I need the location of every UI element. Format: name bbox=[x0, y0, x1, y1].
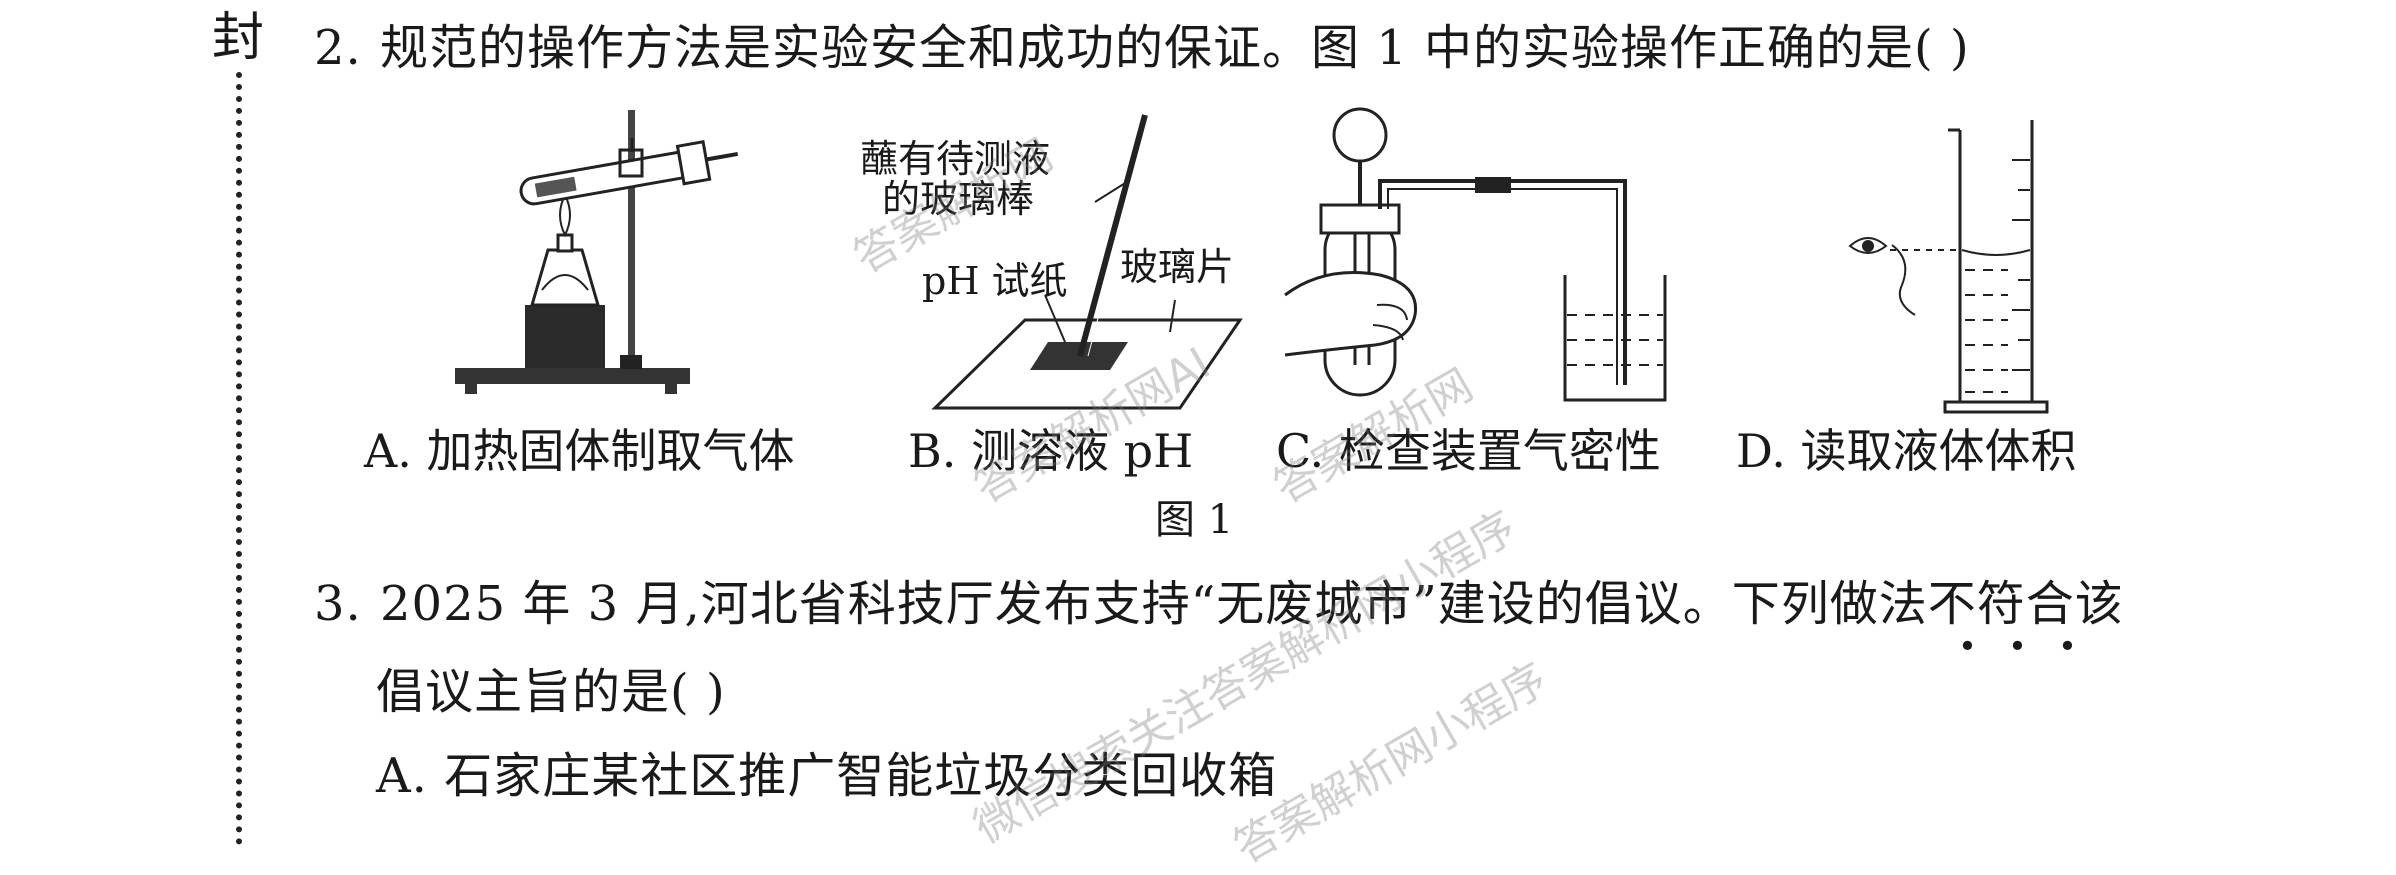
q2-option-a-text: 加热固体制取气体 bbox=[426, 424, 795, 478]
question-2-text: 规范的操作方法是实验安全和成功的保证。图 1 中的实验操作正确的是( ) bbox=[380, 20, 1970, 76]
q3-option-a-text: 石家庄某社区推广智能垃圾分类回收箱 bbox=[444, 748, 1278, 804]
q2-option-b-text: 测溶液 pH bbox=[971, 424, 1194, 478]
figure-d-graduated-cylinder bbox=[1848, 120, 2049, 414]
figure-c-airtightness-check bbox=[1284, 107, 1667, 402]
question-3-number: 3. bbox=[314, 576, 362, 632]
emphasis-dot: • bbox=[1958, 627, 1977, 665]
emphasis-dot: • bbox=[2058, 627, 2077, 665]
question-3-text-line1: 2025 年 3 月,河北省科技厅发布支持“无废城市”建设的倡议。下列做法不符合… bbox=[380, 576, 2124, 632]
q2-option-c-text: 检查装置气密性 bbox=[1338, 424, 1661, 478]
seal-character: 封 bbox=[212, 8, 265, 68]
label-glass-rod: 蘸有待测液 的玻璃棒 bbox=[860, 137, 1100, 221]
emphasis-dot: • bbox=[2008, 627, 2027, 665]
q2-option-a-key: A. bbox=[364, 424, 412, 478]
label-glass-rod-line1: 蘸有待测液 bbox=[860, 137, 1051, 181]
question-3-stem-line1: 3.2025 年 3 月,河北省科技厅发布支持“无废城市”建设的倡议。下列做法不… bbox=[314, 580, 2124, 628]
q2-option-c-key: C. bbox=[1276, 424, 1325, 478]
question-2-stem: 2.规范的操作方法是实验安全和成功的保证。图 1 中的实验操作正确的是( ) bbox=[314, 24, 1970, 72]
figure-a-heating-apparatus bbox=[455, 110, 739, 394]
q2-option-d-key: D. bbox=[1736, 424, 1786, 478]
q2-option-a[interactable]: A. 加热固体制取气体 bbox=[364, 428, 794, 474]
label-ph-paper: pH 试纸 bbox=[922, 259, 1068, 303]
exam-page: 封 2.规范的操作方法是实验安全和成功的保证。图 1 中的实验操作正确的是( ) bbox=[212, 8, 2124, 874]
figure-b-ph-test bbox=[931, 114, 1243, 410]
question-2-number: 2. bbox=[314, 20, 362, 76]
figure-1-caption: 图 1 bbox=[1155, 497, 1234, 543]
q2-option-c[interactable]: C. 检查装置气密性 bbox=[1276, 428, 1661, 474]
label-glass-rod-line2: 的玻璃棒 bbox=[882, 176, 1035, 221]
binding-dotted-line bbox=[236, 72, 242, 845]
q2-option-b[interactable]: B. 测溶液 pH bbox=[908, 428, 1193, 474]
q3-option-a[interactable]: A. 石家庄某社区推广智能垃圾分类回收箱 bbox=[376, 752, 1277, 800]
q3-option-a-key: A. bbox=[376, 748, 428, 804]
next-line-cutoff bbox=[376, 832, 1276, 845]
q2-option-b-key: B. bbox=[908, 424, 957, 478]
q2-option-d-text: 读取液体体积 bbox=[1800, 424, 2077, 478]
q2-option-d[interactable]: D. 读取液体体积 bbox=[1736, 428, 2077, 474]
question-3-stem-line2: 倡议主旨的是( ) bbox=[376, 664, 726, 720]
label-glass-slide: 玻璃片 bbox=[1120, 245, 1235, 289]
